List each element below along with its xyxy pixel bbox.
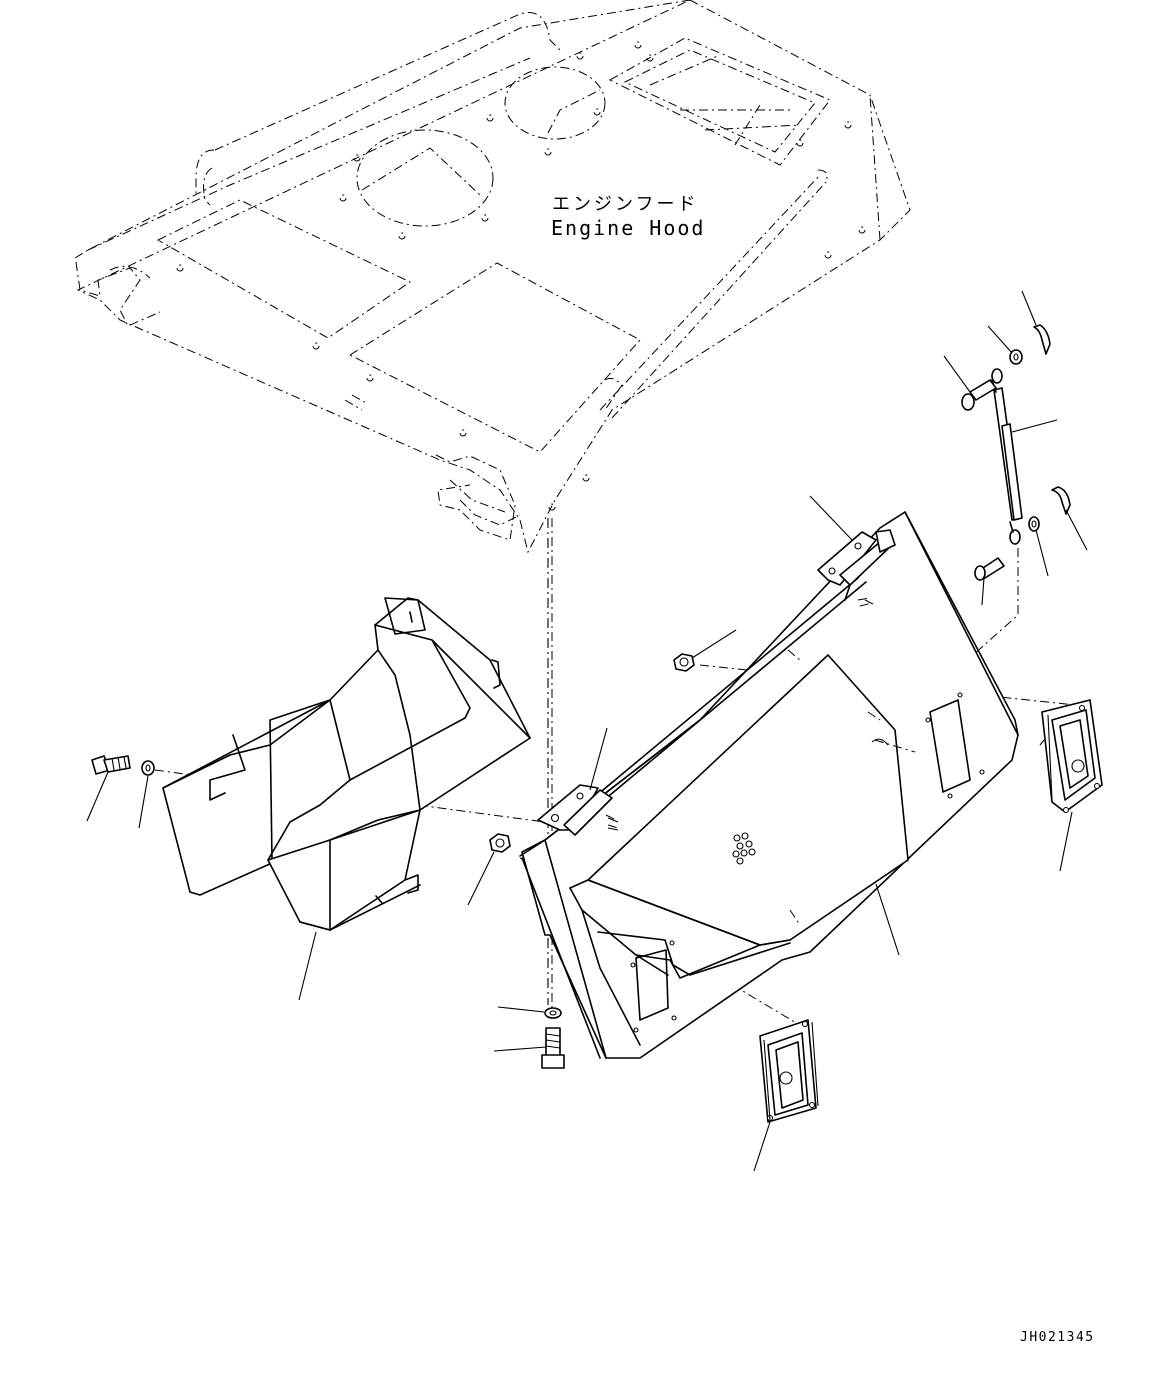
washer-right: [1028, 516, 1040, 532]
nut-top-leader: [691, 629, 737, 659]
part-name-english: Engine Hood: [551, 216, 706, 240]
hinge-top: [817, 529, 896, 607]
nut-top: [673, 653, 695, 672]
leader-lines: [86, 290, 1088, 1172]
duct-leader: [298, 931, 317, 1001]
lock-right: [1039, 699, 1103, 814]
washer-bottom-leader: [497, 1006, 545, 1013]
part-name-japanese: エンジンフード: [552, 194, 699, 215]
bolt-left: [91, 755, 131, 775]
side-duct: [162, 597, 531, 931]
clip-right-leader: [1065, 509, 1088, 551]
rivet-cluster: [732, 832, 756, 865]
pin-top: [961, 379, 997, 411]
bolt-bottom-leader: [493, 1046, 547, 1052]
washer-top: [1009, 349, 1023, 365]
lock-bottom-leader: [753, 1121, 771, 1172]
gas-spring: [991, 368, 1023, 545]
bolt-bottom: [541, 1027, 565, 1069]
cover-leader: [875, 883, 900, 956]
pin-top-leader: [943, 355, 971, 393]
nut-left: [489, 833, 511, 853]
washer-bottom: [544, 1007, 562, 1019]
clip-top: [1033, 324, 1051, 355]
washer-left-leader: [138, 775, 149, 829]
engine-hood-outline: [74, 0, 911, 554]
clip-right: [1051, 486, 1071, 515]
washer-top-leader: [987, 325, 1013, 354]
hinge-left-leader: [589, 727, 608, 791]
hinge-top-leader: [809, 495, 853, 541]
drawing-code: JH021345: [1020, 1330, 1095, 1345]
bolt-left-leader: [86, 771, 109, 822]
gas-spring-leader: [1011, 419, 1058, 433]
pin-right: [974, 557, 1005, 581]
pin-right-leader: [981, 577, 985, 606]
side-cover: [519, 511, 1019, 1059]
washer-left: [141, 760, 155, 776]
clip-top-leader: [1021, 290, 1037, 326]
lock-bottom: [759, 1019, 819, 1123]
hinge-left: [537, 784, 619, 836]
lock-right-leader: [1059, 811, 1073, 872]
washer-right-leader: [1035, 529, 1049, 577]
nut-left-leader: [467, 851, 495, 906]
